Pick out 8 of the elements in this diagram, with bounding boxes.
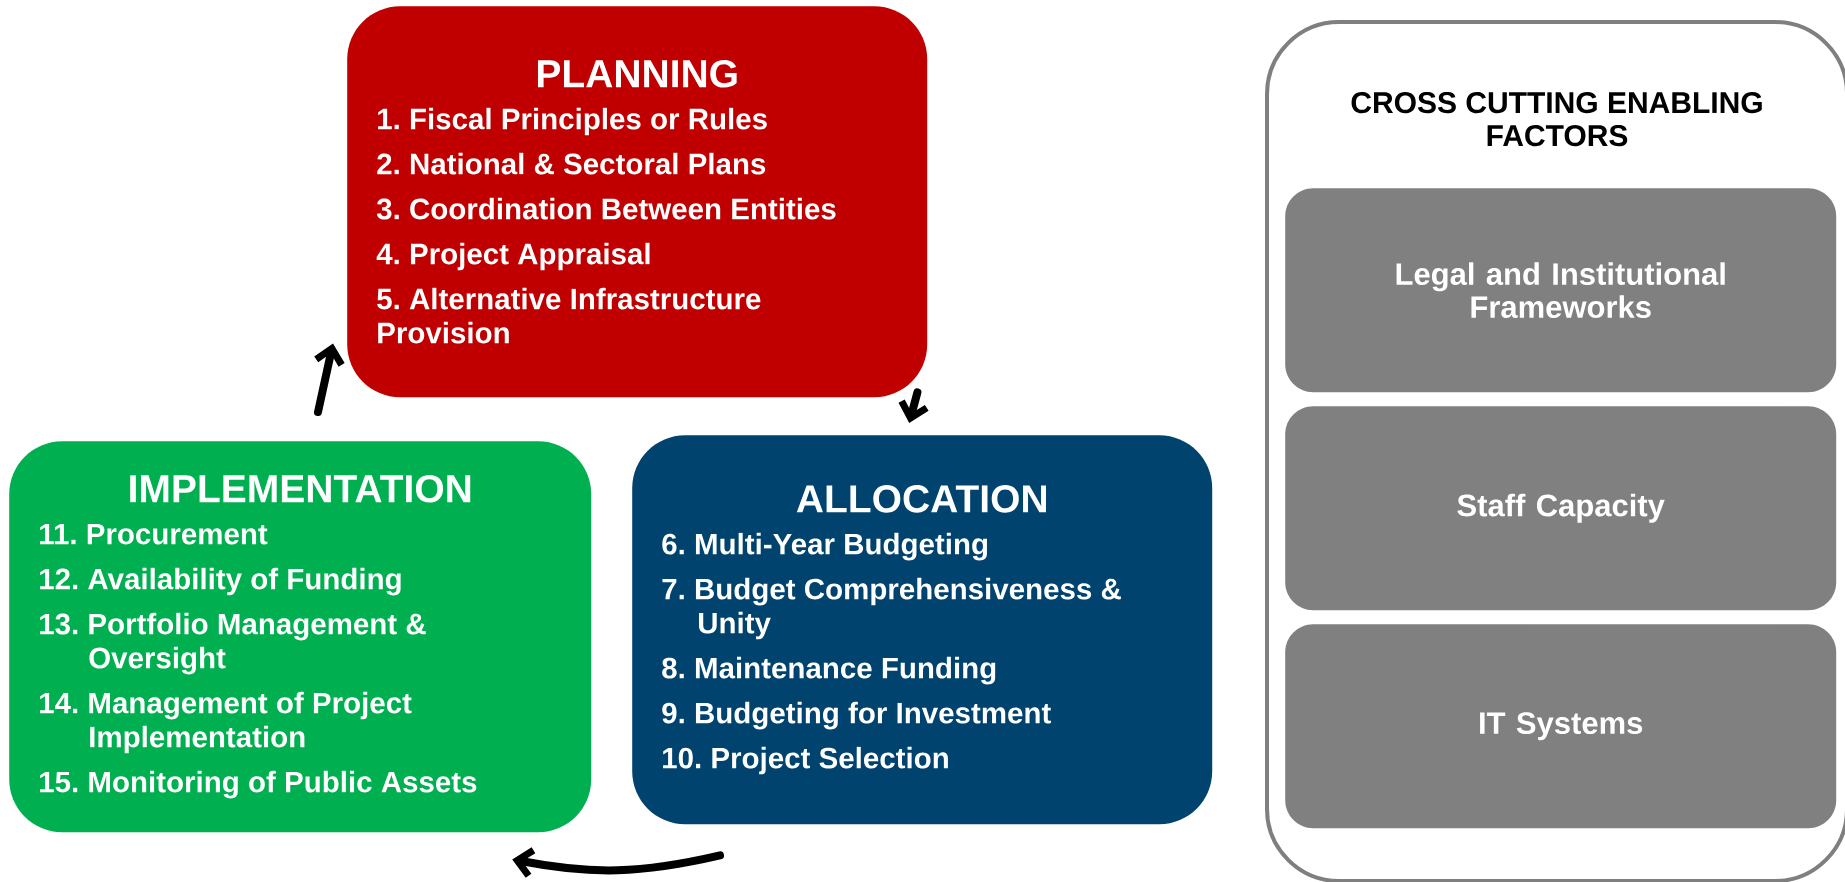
phase-box: IMPLEMENTATION 11. Procurement 12. Availability of Funding 13. Portfolio Management & Oversight 14. Management of Project Implementation 15. Monitoring of Public Assets <box>9 441 592 833</box>
factor-box: Staff Capacity <box>1285 406 1837 611</box>
arrow <box>512 847 724 878</box>
phase-box: ALLOCATION 6. Multi-Year Budgeting 7. Budget Comprehensiveness & Unity 8. Maintenance Funding 9. Budgeting for Investment 10. Project Selection <box>632 435 1213 825</box>
arrow <box>314 343 345 416</box>
factor-box: IT Systems <box>1285 624 1837 829</box>
factor-box: Legal and Institutional Frameworks <box>1285 188 1837 393</box>
phase-box: PLANNING 1. Fiscal Principles or Rules 2. National & Sectoral Plans 3. Coordination Between Entities 4. Project Appraisal 5. Alternative Infrastructure Provision <box>347 6 928 398</box>
